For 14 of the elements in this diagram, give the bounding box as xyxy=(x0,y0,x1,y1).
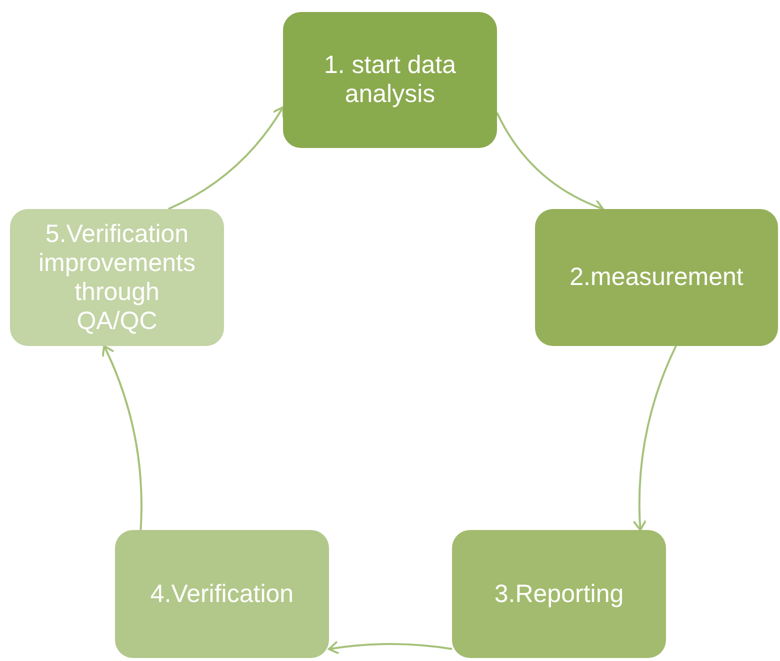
curved-arrow xyxy=(168,106,284,210)
curved-arrow xyxy=(102,345,142,530)
process-box xyxy=(283,12,497,148)
step-label: 5.Verification improvements through QA/QC xyxy=(38,220,196,336)
process-box xyxy=(535,209,778,346)
process-box xyxy=(10,209,224,346)
step-label: 2.measurement xyxy=(570,263,744,292)
step-label: 3.Reporting xyxy=(494,580,624,608)
curved-arrow xyxy=(632,346,677,531)
process-box xyxy=(115,530,329,658)
step-label: 1. start data analysis xyxy=(322,51,458,109)
process-box xyxy=(452,530,666,658)
step-label: 4.Verification xyxy=(150,580,294,608)
curved-arrow xyxy=(328,640,452,655)
